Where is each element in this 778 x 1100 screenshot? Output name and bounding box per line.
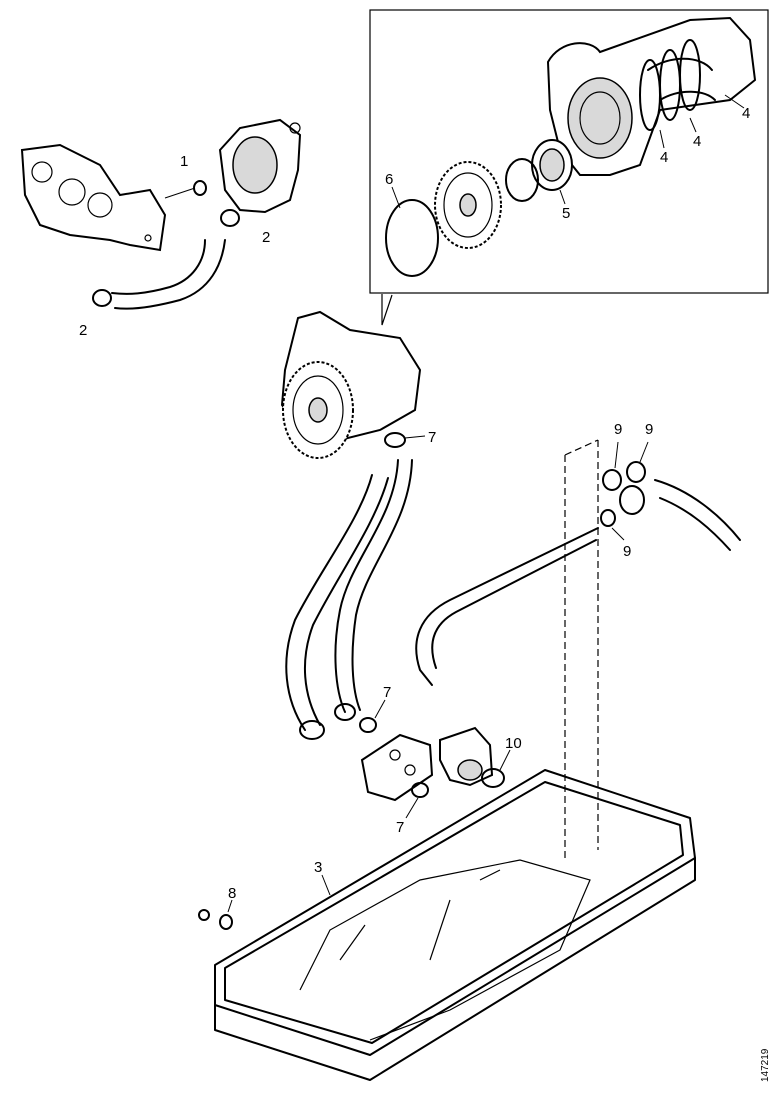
alignment-line [564,439,599,860]
seal-9c [600,509,616,527]
inset-frame [369,9,769,294]
pressure-pipe-left [285,474,389,731]
seal-10 [481,768,505,788]
callout-7-upper: 7 [428,429,436,446]
inset-housing-rib [647,57,716,101]
callout-4-left: 4 [660,149,668,166]
drain-plug-8 [198,899,233,930]
relief-valve [439,726,494,787]
callout-2-lower: 2 [79,322,87,339]
callout-1: 1 [180,153,188,170]
detail-inset [369,9,769,326]
gasket-4c [679,39,701,111]
callout-10: 10 [505,735,522,752]
seal-2-upper [220,209,240,227]
seal-7-lower [411,782,429,798]
front-cover-plate [20,143,167,252]
inset-housing-bore [567,77,633,159]
return-pipe-upper [654,479,741,551]
callout-6: 6 [385,171,393,188]
callout-2-upper: 2 [262,229,270,246]
callout-9-right: 9 [645,421,653,438]
inset-pointer [381,294,393,326]
seal-7-middle [359,717,377,733]
callout-4-right: 4 [742,105,750,122]
callout-3: 3 [314,859,322,876]
pipe-end-fitting-2 [334,703,356,721]
callout-7-lower: 7 [396,819,404,836]
suction-pipe-upper [111,239,226,310]
callout-7-middle: 7 [383,684,391,701]
callout-4-middle: 4 [693,133,701,150]
seal-2-lower [92,289,112,307]
seal-1 [193,180,207,196]
pressure-pipe-right [334,459,413,713]
seal-9b [626,461,646,483]
seal-7-upper [384,432,406,448]
oil-pump-small [218,118,302,214]
document-number: 147219 [760,1048,771,1082]
callout-9-left: 9 [614,421,622,438]
callout-8: 8 [228,885,236,902]
pipe-end-fitting [299,720,325,740]
callout-5: 5 [562,205,570,222]
oil-pan [214,769,696,1081]
o-ring-6 [385,199,439,277]
oil-pan-leader [321,874,331,896]
snap-ring [505,158,539,202]
pipe-union [619,485,645,515]
callout-9-lower: 9 [623,543,631,560]
oil-pump-main [280,310,422,459]
return-pipe [415,527,599,686]
seal-9a [602,469,622,491]
valve-block [360,733,434,802]
